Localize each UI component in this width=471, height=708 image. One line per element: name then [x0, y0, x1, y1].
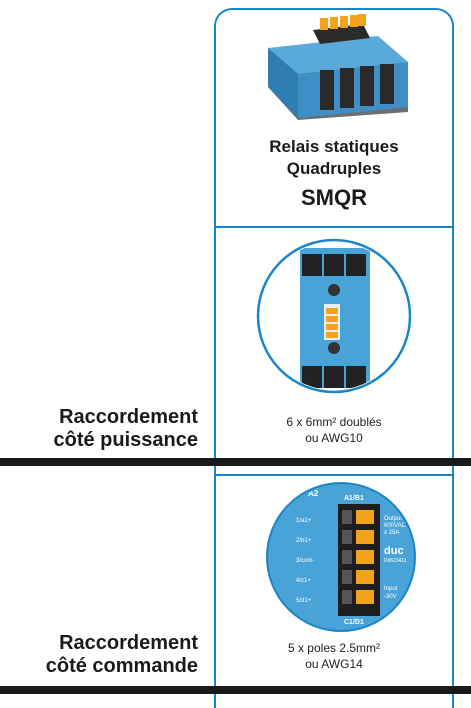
command-label-line2: côté commande: [45, 655, 198, 677]
product-card-frame: [214, 8, 454, 708]
smqr-relay-product-image: [268, 14, 408, 120]
right-text-2: 600VAC: [384, 523, 407, 529]
pin-label-2: 2/b1+: [296, 538, 312, 544]
product-title-line2: Quadruples: [286, 159, 382, 178]
section-divider-command: [0, 686, 471, 694]
section-divider-power: [0, 458, 471, 466]
right-text-4: duc: [384, 545, 404, 557]
command-spec-line2: ou AWG14: [305, 657, 363, 671]
product-title: Relais statiques Quadruples SMQR: [218, 136, 450, 214]
right-text-5: R9623411: [384, 558, 407, 564]
right-text-1: Output: [384, 516, 402, 522]
terminal-footer: C1/D1: [344, 619, 364, 626]
power-spec-line2: ou AWG10: [305, 431, 363, 445]
power-label-line1: Raccordement: [59, 406, 198, 428]
power-spec: 6 x 6mm² doublés ou AWG10: [218, 414, 450, 446]
command-side-terminal-image: A2 A1/B1 1/a1+ 2/b1+ 3/com- 4/c1+ 5/d1+ …: [266, 482, 416, 632]
pin-label-1: 1/a1+: [296, 518, 312, 524]
power-side-terminal-image: [256, 238, 412, 394]
command-label-line1: Raccordement: [59, 632, 198, 654]
pin-label-3: 3/com-: [296, 558, 314, 564]
card-separator-top: [214, 226, 454, 228]
command-section-label: Raccordement côté commande: [0, 632, 198, 678]
right-text-6: Input: [384, 586, 398, 592]
power-spec-line1: 6 x 6mm² doublés: [286, 415, 382, 429]
product-title-line1: Relais statiques: [269, 137, 399, 156]
power-section-label: Raccordement côté puissance: [0, 406, 198, 452]
terminal-header-right: A1/B1: [344, 495, 364, 502]
card-separator-middle: [214, 474, 454, 476]
pin-label-5: 5/d1+: [296, 598, 312, 604]
pin-label-4: 4/c1+: [296, 578, 311, 584]
power-label-line2: côté puissance: [53, 429, 198, 451]
command-spec-line1: 5 x poles 2.5mm²: [287, 641, 381, 655]
right-text-7: -30V: [384, 594, 397, 600]
product-model: SMQR: [301, 185, 367, 210]
terminal-header-left: A2: [308, 489, 319, 498]
command-spec: 5 x poles 2.5mm² ou AWG14: [218, 640, 450, 672]
right-text-3: x 25A: [384, 530, 399, 536]
